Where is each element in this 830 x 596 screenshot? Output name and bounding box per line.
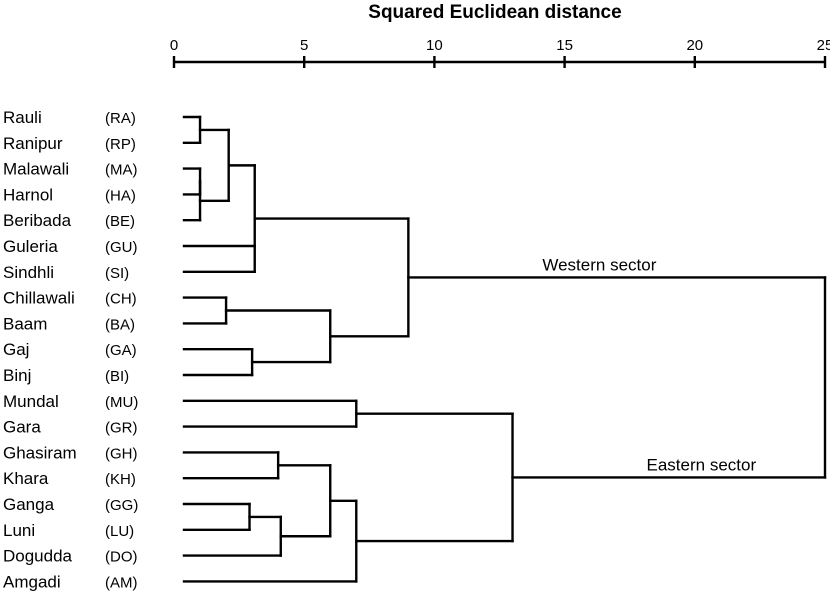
x-tick-label: 0 xyxy=(170,37,178,54)
leaf-label-name: Ganga xyxy=(3,495,55,514)
leaf-label-name: Rauli xyxy=(3,108,42,127)
leaf-label-code: (BA) xyxy=(105,316,135,333)
leaf-label-name: Mundal xyxy=(3,392,59,411)
leaf-label-code: (GR) xyxy=(105,420,138,437)
leaf-label-name: Baam xyxy=(3,314,47,333)
leaf-label-code: (BE) xyxy=(105,213,135,230)
leaf-label-name: Guleria xyxy=(3,237,58,256)
x-tick-label: 20 xyxy=(686,37,703,54)
x-axis: 0 5 10 15 20 25 xyxy=(170,37,830,68)
leaf-label-code: (GG) xyxy=(105,497,138,514)
leaf-label-name: Malawali xyxy=(3,160,69,179)
leaf-label-code: (MU) xyxy=(105,394,138,411)
leaf-label-name: Binj xyxy=(3,366,31,385)
leaf-label-name: Harnol xyxy=(3,185,53,204)
leaf-label-code: (LU) xyxy=(105,523,134,540)
leaf-label-name: Luni xyxy=(3,521,35,540)
leaf-label-name: Chillawali xyxy=(3,289,75,308)
leaf-label-code: (DO) xyxy=(105,549,138,566)
sector-annotation: Eastern sector xyxy=(647,455,757,474)
leaf-label-name: Dogudda xyxy=(3,547,73,566)
leaf-label-name: Gara xyxy=(3,418,41,437)
leaf-label-name: Amgadi xyxy=(3,572,61,591)
sector-annotation: Western sector xyxy=(542,255,656,274)
x-tick-label: 15 xyxy=(556,37,573,54)
leaf-label-code: (GA) xyxy=(105,342,137,359)
x-tick-label: 25 xyxy=(817,37,830,54)
leaf-label-code: (SI) xyxy=(105,265,129,282)
leaf-label-code: (RA) xyxy=(105,110,136,127)
leaf-label-code: (AM) xyxy=(105,574,138,591)
leaf-label-code: (CH) xyxy=(105,291,137,308)
leaf-labels: Rauli (RA) Ranipur (RP) Malawali (MA) Harnol (H… xyxy=(3,108,138,591)
x-tick-label: 10 xyxy=(426,37,443,54)
leaf-label-name: Beribada xyxy=(3,211,72,230)
dendrogram-links xyxy=(182,115,827,583)
leaf-label-code: (GU) xyxy=(105,239,138,256)
leaf-label-code: (HA) xyxy=(105,187,136,204)
leaf-label-name: Gaj xyxy=(3,340,29,359)
leaf-label-code: (BI) xyxy=(105,368,129,385)
chart-title: Squared Euclidean distance xyxy=(368,2,621,23)
leaf-label-name: Khara xyxy=(3,469,49,488)
leaf-label-name: Ghasiram xyxy=(3,443,77,462)
leaf-label-code: (RP) xyxy=(105,136,136,153)
leaf-label-code: (GH) xyxy=(105,445,138,462)
x-tick-label: 5 xyxy=(300,37,308,54)
leaf-label-name: Ranipur xyxy=(3,134,63,153)
leaf-label-code: (KH) xyxy=(105,471,136,488)
leaf-label-name: Sindhli xyxy=(3,263,54,282)
leaf-label-code: (MA) xyxy=(105,162,138,179)
